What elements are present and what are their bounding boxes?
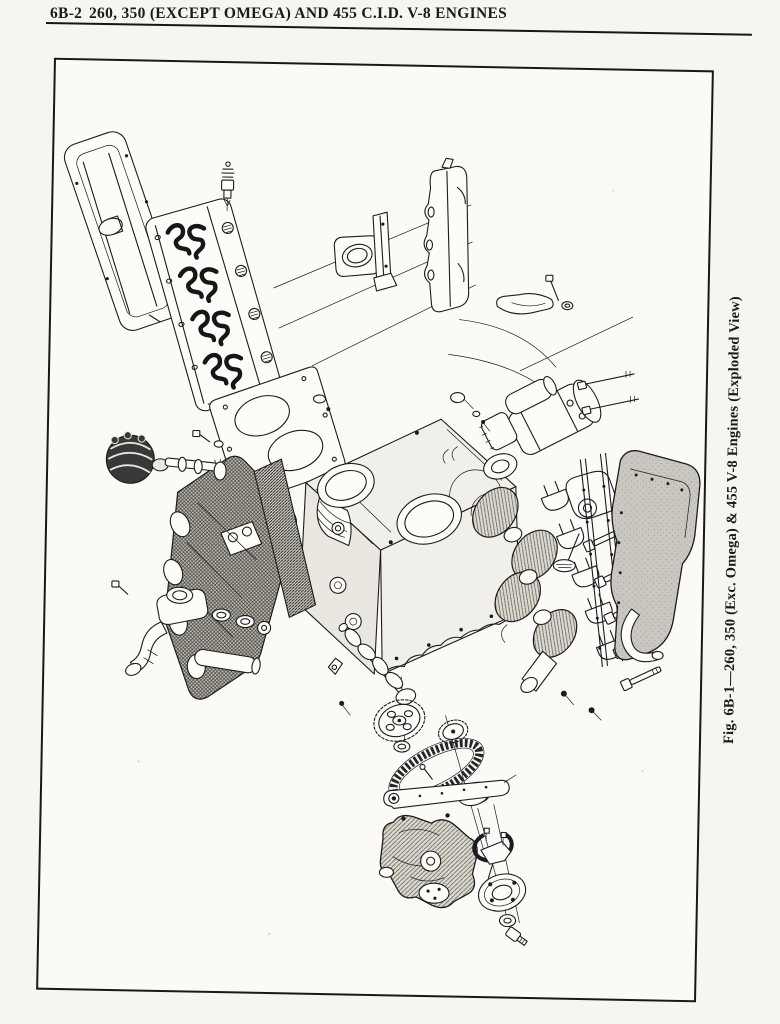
starter-bolt: [576, 370, 635, 391]
crankshaft-drawing: [472, 453, 578, 694]
camshaft-drawing: [327, 622, 417, 716]
starter-motor-drawing: [479, 274, 640, 456]
thermostat-housing-drawing: [111, 580, 272, 676]
distributor-drawing: [105, 429, 227, 484]
header-page-number: 6B-2: [50, 5, 83, 22]
header-rule: [45, 22, 752, 36]
figure-frame: [36, 57, 714, 1003]
starter-bolt: [581, 395, 640, 416]
scan-specks: [137, 189, 644, 936]
exhaust-manifold-center-drawing: [333, 211, 398, 292]
exhaust-manifold-large-drawing: [423, 157, 470, 313]
rocker-cover-drawing: [63, 131, 182, 331]
timing-cover-gasket-drawing: [383, 774, 517, 809]
oil-pan-drawing: [560, 450, 701, 721]
harmonic-balancer-drawing: [472, 827, 528, 946]
distributor-clamp-bolt: [192, 429, 224, 448]
figure-caption: Fig. 6B-1—260, 350 (Exc. Omega) & 455 V-…: [721, 296, 744, 745]
camshaft-sprocket-drawing: [373, 699, 426, 753]
spark-plug-drawing: [220, 161, 235, 212]
starter-mount-bolt: [545, 274, 574, 311]
cup-plugs-and-small-bolts: [312, 392, 491, 464]
engine-exploded-illustration: [63, 131, 701, 946]
starter-bracket: [496, 293, 554, 315]
timing-cover-water-pump-drawing: [378, 813, 478, 909]
header-title: 260, 350 (EXCEPT OMEGA) AND 455 C.I.D. V…: [89, 5, 508, 22]
piston-drawing: [316, 462, 375, 547]
valley-cover-drawing: [253, 458, 317, 619]
